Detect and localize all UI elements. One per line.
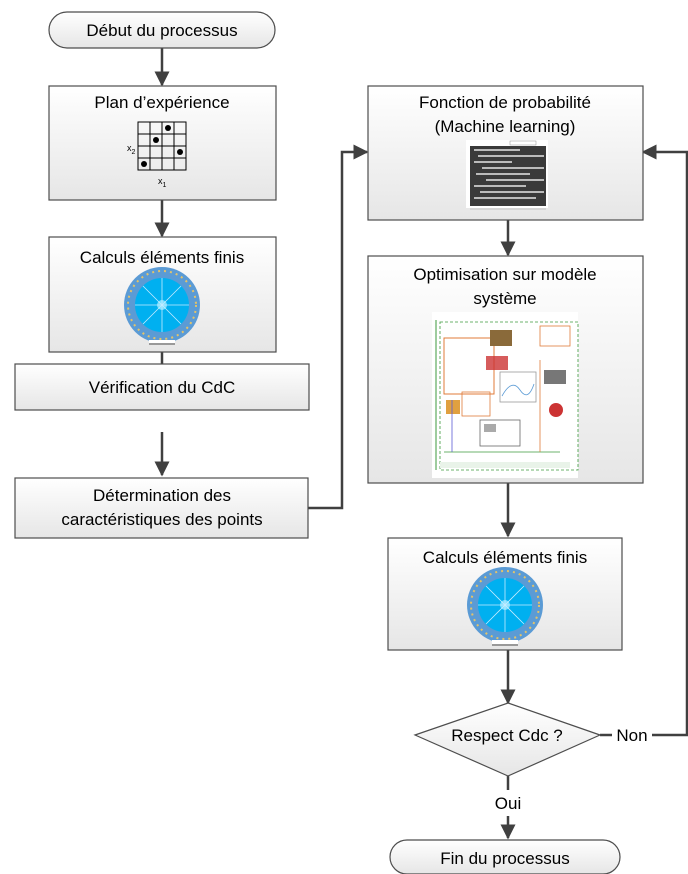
fem-left-label: Calculs éléments finis — [80, 248, 244, 267]
determination-line2: caractéristiques des points — [61, 510, 262, 529]
plan-box: Plan d’expérience x2 x1 — [48, 85, 277, 201]
fem-disc-image — [467, 567, 543, 646]
plan-axis-y: x2 — [127, 143, 136, 156]
plan-axis-x: x1 — [158, 176, 167, 189]
decision-diamond: Respect Cdc ? — [413, 702, 602, 777]
connectors — [154, 48, 688, 840]
start-terminator: Début du processus — [48, 11, 276, 49]
verif-box: Vérification du CdC — [14, 363, 310, 411]
determination-line1: Détermination des — [93, 486, 231, 505]
end-label: Fin du processus — [440, 849, 569, 868]
optim-line1: Optimisation sur modèle — [413, 265, 596, 284]
fem-right-box: Calculs éléments finis — [387, 537, 623, 651]
determination-box: Détermination des caractéristiques des p… — [14, 477, 309, 539]
ml-chart-image — [466, 140, 548, 210]
proba-box: Fonction de probabilité (Machine learnin… — [367, 85, 644, 221]
end-terminator: Fin du processus — [389, 839, 621, 874]
optim-line2: système — [473, 289, 536, 308]
verif-label: Vérification du CdC — [89, 378, 235, 397]
plan-label: Plan d’expérience — [94, 93, 229, 112]
optim-box: Optimisation sur modèle système — [367, 255, 644, 484]
start-label: Début du processus — [86, 21, 237, 40]
decision-yes-label: Oui — [495, 794, 521, 813]
decision-label: Respect Cdc ? — [451, 726, 563, 745]
fem-right-label: Calculs éléments finis — [423, 548, 587, 567]
doe-grid-icon — [137, 121, 187, 171]
arrow-determination-to-proba — [308, 144, 369, 510]
proba-line2: (Machine learning) — [435, 117, 576, 136]
proba-line1: Fonction de probabilité — [419, 93, 591, 112]
fem-left-box: Calculs éléments finis — [48, 236, 277, 353]
decision-no-label: Non — [616, 726, 647, 745]
fem-disc-image — [124, 267, 200, 345]
system-model-image — [432, 312, 579, 478]
